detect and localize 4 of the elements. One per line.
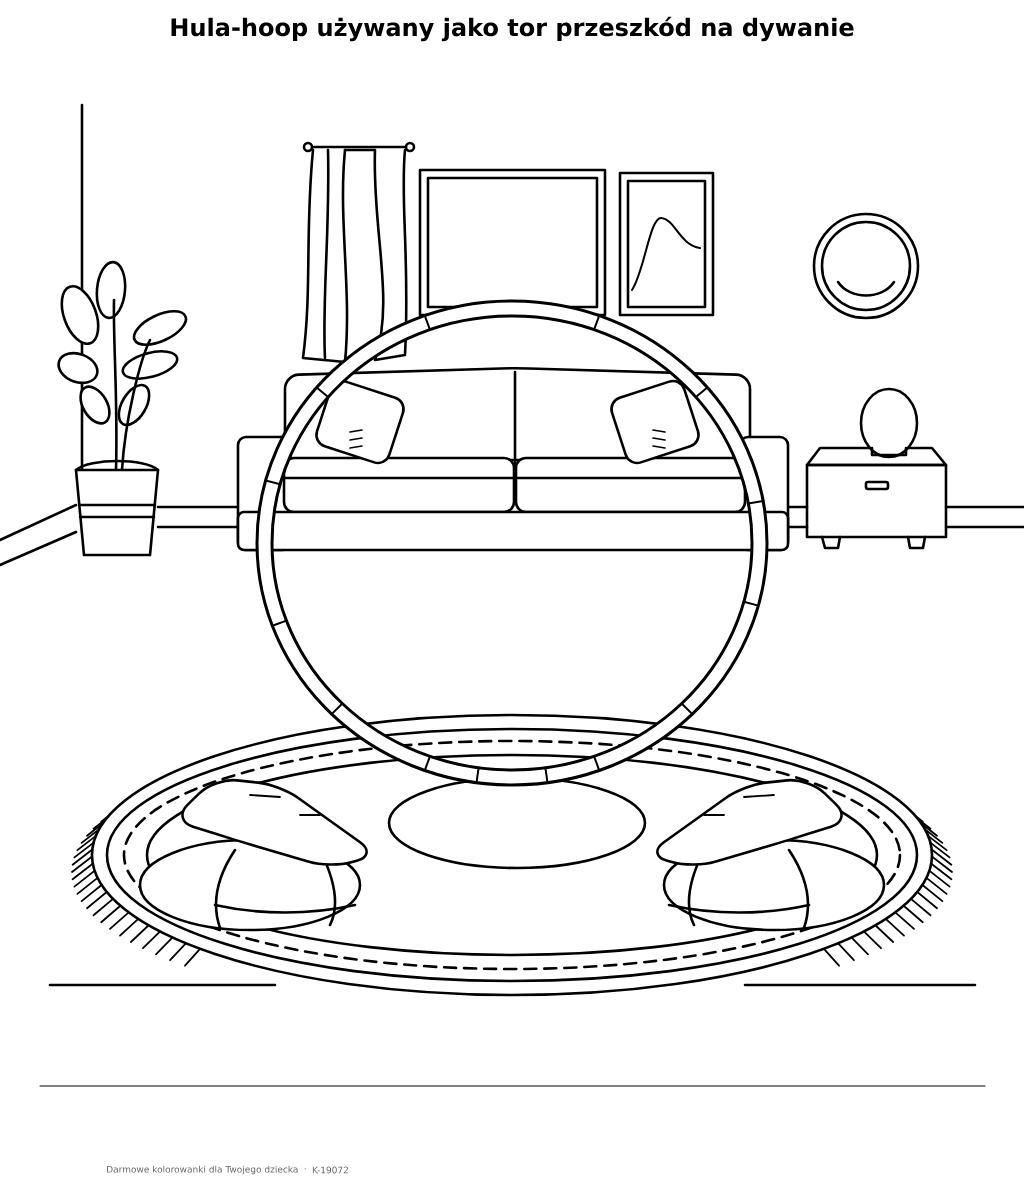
tagline: Darmowe kolorowanki dla Twojego dziecka: [107, 1165, 298, 1175]
page-code: K-19072: [312, 1166, 348, 1174]
separator-dot: ·: [304, 1168, 306, 1170]
title: Hula-hoop używany jako tor przeszkód na dywanie: [171, 16, 854, 42]
